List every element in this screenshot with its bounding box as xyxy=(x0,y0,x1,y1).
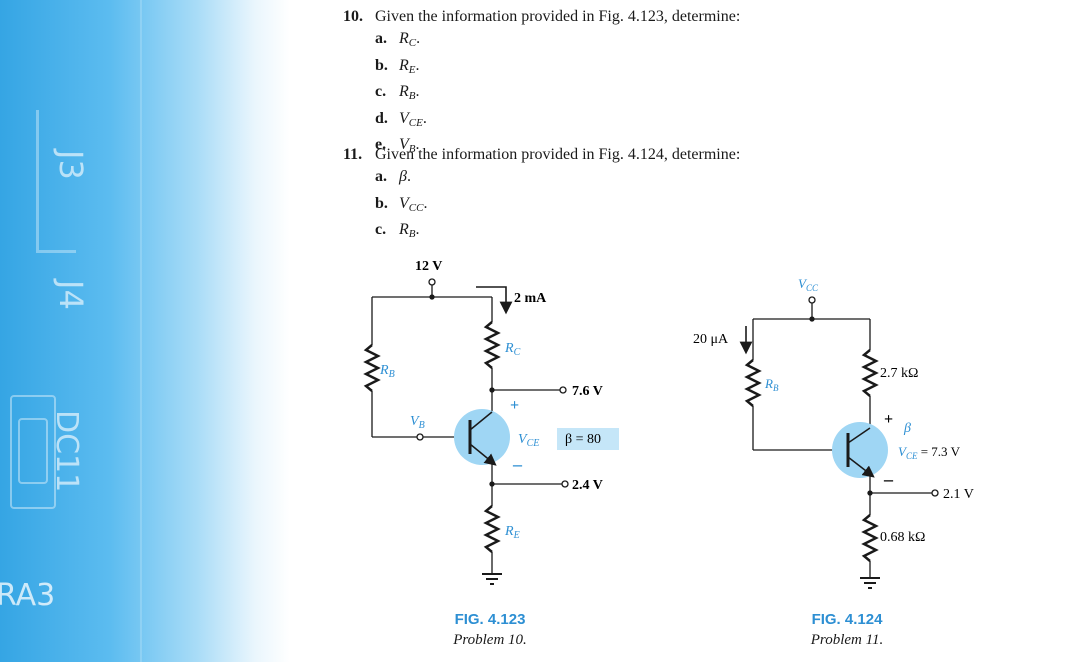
problem-10-item-c: c.RB. xyxy=(375,83,420,102)
fig-4-123-lower xyxy=(482,462,569,585)
vb-terminal xyxy=(416,433,424,441)
supply-terminal xyxy=(428,278,436,286)
transistor-body xyxy=(454,409,510,465)
rb-resistor xyxy=(363,344,381,392)
problem-11-item-b: b.VCC. xyxy=(375,194,428,214)
beta-symbol: β xyxy=(903,421,911,436)
rb-label: RB xyxy=(764,376,779,393)
problem-10-item-d: d.VCE. xyxy=(375,109,427,129)
fig-4-123-circuit xyxy=(363,278,567,441)
beta-label: β = 80 xyxy=(565,432,601,447)
problem-number: 11. xyxy=(343,146,363,163)
vc-terminal xyxy=(559,386,567,394)
vcc-label: VCC xyxy=(798,276,819,293)
ve-terminal xyxy=(931,489,939,497)
problem-10-prompt: 10. Given the information provided in Fig… xyxy=(343,6,740,27)
problem-11-prompt: 11. Given the information provided in Fig… xyxy=(343,144,740,165)
transistor-emitter-lead xyxy=(469,443,497,466)
problem-10-item-b: b.RE. xyxy=(375,56,420,76)
fig-4-124-caption: Problem 11. xyxy=(810,632,884,648)
problem-10-item-e: e.VB. xyxy=(375,136,420,155)
rc-label: RC xyxy=(504,341,521,358)
pcb-trace xyxy=(36,250,76,253)
vc-value-label: 7.6 V xyxy=(572,384,603,399)
problem-text: Given the information provided in Fig. 4… xyxy=(375,146,741,163)
ve-terminal xyxy=(561,480,569,488)
problem-number: 10. xyxy=(343,8,363,25)
problem-10-item-a: a.RC. xyxy=(375,30,421,49)
pcb-margin-photo: J3 J4 DC11 RA3 xyxy=(0,0,290,662)
junction-dot xyxy=(429,294,435,300)
base-current-label: 20 μA xyxy=(693,332,729,347)
junction-dot xyxy=(809,316,815,322)
fig-4-124-lower xyxy=(860,474,939,589)
fig-4-123-label: FIG. 4.123 xyxy=(454,611,526,628)
transistor-emitter-lead xyxy=(847,456,875,478)
beta-box xyxy=(557,428,619,450)
ve-value-label: 2.1 V xyxy=(943,487,974,502)
re-label: RE xyxy=(504,524,520,541)
problem-11-items: a.β. b.VCC. c.RB. xyxy=(375,166,427,246)
pcb-component-outline xyxy=(10,395,56,509)
vce-label: VCE = 7.3 V xyxy=(898,444,961,461)
re-value-label: 0.68 kΩ xyxy=(880,530,925,545)
vce-minus-sign: – xyxy=(883,469,894,489)
pcb-component-inner xyxy=(18,418,48,484)
transistor-collector-lead xyxy=(469,411,493,431)
problem-10-items: a.RC. b.RE. c.RB. d.VCE. e.VB. xyxy=(375,28,427,161)
rc-resistor xyxy=(861,349,879,397)
fig-4-124-label: FIG. 4.124 xyxy=(811,611,883,628)
rb-resistor xyxy=(744,359,762,407)
vb-label: VB xyxy=(410,414,425,431)
re-resistor xyxy=(861,514,879,562)
transistor-q2 xyxy=(832,422,888,478)
vce-plus-sign: + xyxy=(510,397,519,414)
pcb-trace xyxy=(36,110,39,250)
vce-minus-sign: – xyxy=(512,454,523,474)
transistor-q1 xyxy=(454,409,510,466)
re-resistor xyxy=(483,505,501,553)
fig-4-124-circuit xyxy=(739,296,879,451)
collector-current-label: 2 mA xyxy=(514,291,547,306)
fig-4-123-caption: Problem 10. xyxy=(453,632,527,648)
current-arrow xyxy=(476,286,513,315)
supply-voltage-label: 12 V xyxy=(415,259,442,274)
vce-label: VCE xyxy=(518,432,539,449)
transistor-collector-lead xyxy=(847,427,871,444)
rb-label: RB xyxy=(379,363,395,380)
vcc-terminal xyxy=(808,296,816,304)
problem-11-item-a: a.β. xyxy=(375,168,411,185)
silkscreen-ra3: RA3 xyxy=(0,578,56,613)
problem-text: Given the information provided in Fig. 4… xyxy=(375,8,741,25)
ve-value-label: 2.4 V xyxy=(572,478,603,493)
vce-plus-sign: + xyxy=(884,411,893,428)
rc-resistor xyxy=(483,321,501,369)
problem-11-item-c: c.RB. xyxy=(375,221,420,240)
pcb-trace xyxy=(140,0,142,662)
rc-value-label: 2.7 kΩ xyxy=(880,366,918,381)
transistor-body xyxy=(832,422,888,478)
